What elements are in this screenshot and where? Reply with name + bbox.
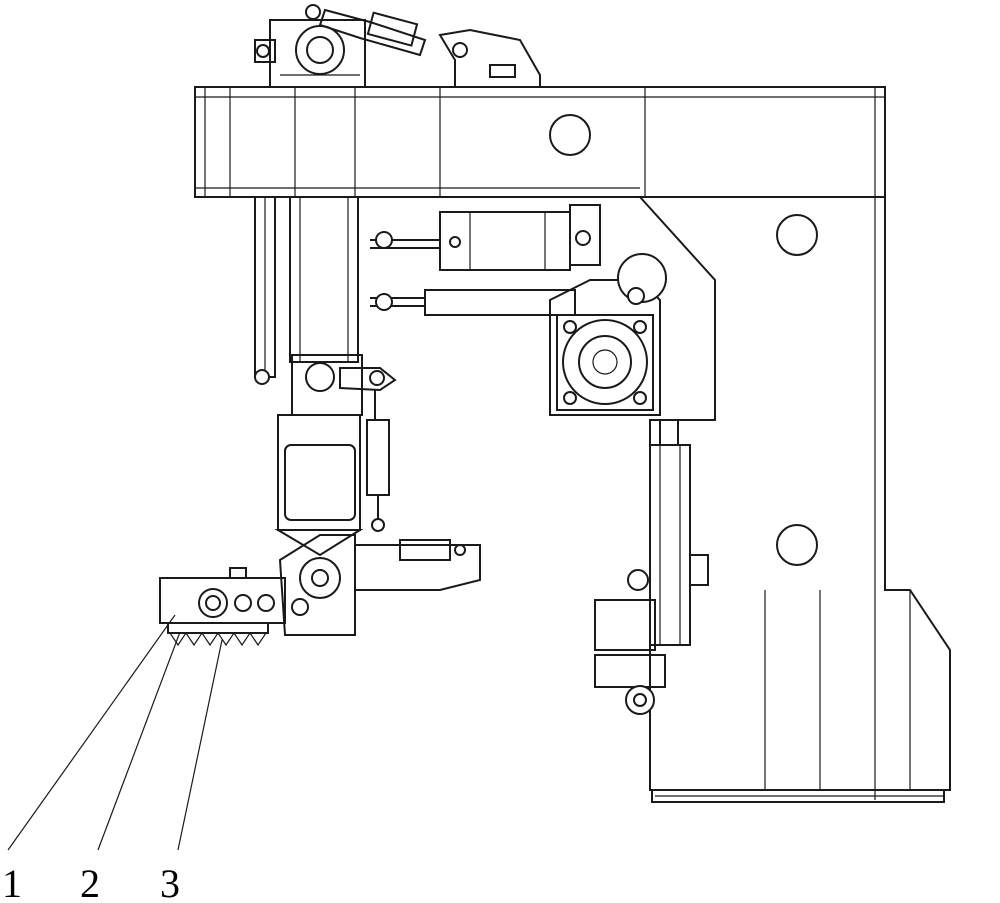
- horizontal-cylinders: [370, 204, 601, 316]
- top-drive-unit: [254, 4, 541, 88]
- lift-cylinder: [594, 419, 709, 715]
- main-frame: [194, 86, 951, 803]
- frame-hole-top: [549, 114, 591, 156]
- callout-1: 1: [2, 861, 22, 903]
- frame-hole-bottom: [776, 524, 818, 566]
- frame-hole-middle: [776, 214, 818, 256]
- cutter-head-assembly: [159, 534, 481, 647]
- arm-linkage: [274, 354, 397, 557]
- vertical-mast: [254, 196, 359, 385]
- callout-labels: 1 2 3: [2, 861, 180, 903]
- callout-2: 2: [80, 861, 100, 903]
- part-2-cutter-plate: [167, 622, 269, 634]
- motor-housing: [549, 253, 667, 416]
- callout-3: 3: [160, 861, 180, 903]
- part-3-cutter-teeth: [169, 631, 267, 647]
- leader-lines: [7, 614, 223, 851]
